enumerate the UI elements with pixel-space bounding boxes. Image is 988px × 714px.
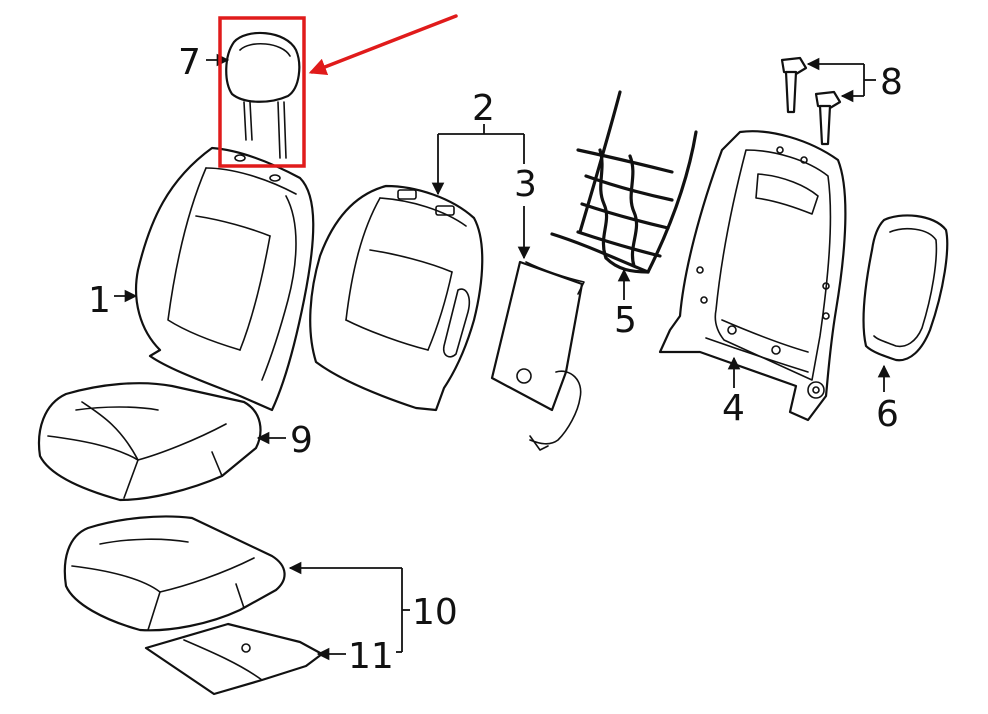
highlight-arrow — [308, 14, 458, 76]
callout-5: 5 — [614, 300, 637, 341]
callout-11: 11 — [348, 636, 394, 677]
leader-lines — [114, 53, 891, 661]
callout-7: 7 — [178, 42, 201, 83]
callout-6: 6 — [876, 394, 899, 435]
callout-4: 4 — [722, 388, 745, 429]
callout-1: 1 — [88, 280, 111, 321]
part-seat-cushion-cover[interactable] — [38, 382, 262, 502]
callout-8: 8 — [880, 62, 903, 103]
part-seat-back-frame[interactable] — [658, 130, 847, 422]
part-headrest[interactable] — [225, 31, 301, 159]
part-seat-cushion-pad[interactable] — [63, 515, 286, 632]
callout-2: 2 — [472, 88, 495, 129]
callout-9: 9 — [290, 420, 313, 461]
part-side-trim-panel[interactable] — [862, 214, 949, 362]
part-seat-back-cover[interactable] — [134, 146, 315, 412]
part-bottom-pan[interactable] — [144, 622, 324, 696]
part-back-panel[interactable] — [490, 260, 585, 451]
part-guides[interactable] — [780, 56, 842, 146]
callout-3: 3 — [514, 164, 537, 205]
highlight-box — [218, 16, 306, 168]
callout-labels: 7 1 2 3 5 4 6 8 9 10 11 — [88, 42, 903, 677]
callout-10: 10 — [412, 592, 458, 633]
part-seat-back-pad[interactable] — [309, 184, 484, 412]
highlight-overlay — [218, 14, 458, 168]
part-spring-grid[interactable] — [550, 90, 698, 274]
